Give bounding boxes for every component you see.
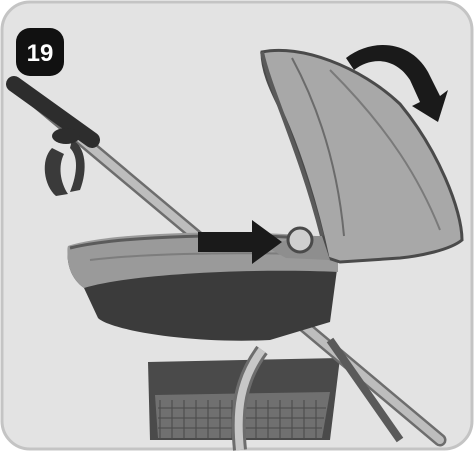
step-badge: 19 [16, 28, 64, 76]
step-number: 19 [27, 40, 54, 67]
canopy-hinge-knob[interactable] [288, 228, 312, 252]
